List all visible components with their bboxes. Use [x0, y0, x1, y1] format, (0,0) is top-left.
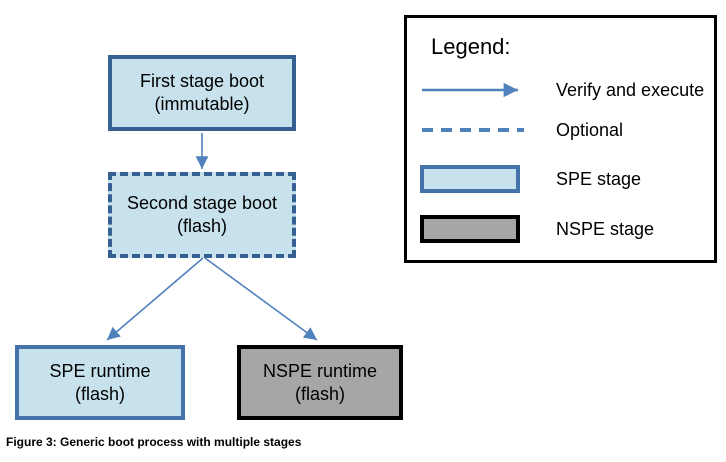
legend-panel: Legend: Verify and execute	[404, 15, 717, 263]
node-label-line1: First stage boot	[139, 71, 265, 91]
node-label-line2: (flash)	[294, 383, 345, 404]
dashed-line-icon	[420, 120, 528, 140]
node-label-line2: (flash)	[176, 216, 227, 236]
arrow-second-to-spe	[106, 257, 204, 341]
node-label-line1: NSPE runtime	[262, 360, 378, 381]
solid-arrow-icon	[420, 80, 528, 100]
legend-item-label: NSPE stage	[556, 218, 655, 239]
arrow-second-to-nspe	[204, 257, 318, 341]
legend-item-optional: Optional	[420, 113, 623, 147]
node-label-line1: SPE runtime	[49, 360, 151, 381]
node-first-stage-boot: First stage boot (immutable)	[108, 55, 296, 131]
nspe-stage-swatch	[420, 215, 528, 243]
legend-title: Legend:	[431, 34, 511, 59]
node-label-line2: (immutable)	[154, 94, 250, 114]
legend-item-nspe-stage: NSPE stage	[420, 212, 654, 246]
spe-stage-swatch	[420, 165, 528, 193]
figure-caption: Figure 3: Generic boot process with mult…	[6, 435, 302, 449]
legend-item-spe-stage: SPE stage	[420, 162, 641, 196]
node-label-line1: Second stage boot	[126, 193, 278, 213]
legend-item-label: Verify and execute	[556, 79, 705, 100]
node-label-line2: (flash)	[74, 383, 125, 404]
node-nspe-runtime: NSPE runtime (flash)	[237, 345, 403, 420]
legend-item-label: Optional	[556, 119, 624, 140]
node-spe-runtime: SPE runtime (flash)	[15, 345, 185, 420]
node-second-stage-boot: Second stage boot (flash)	[108, 172, 296, 258]
legend-item-verify-and-execute: Verify and execute	[420, 73, 704, 107]
legend-item-label: SPE stage	[556, 168, 642, 189]
